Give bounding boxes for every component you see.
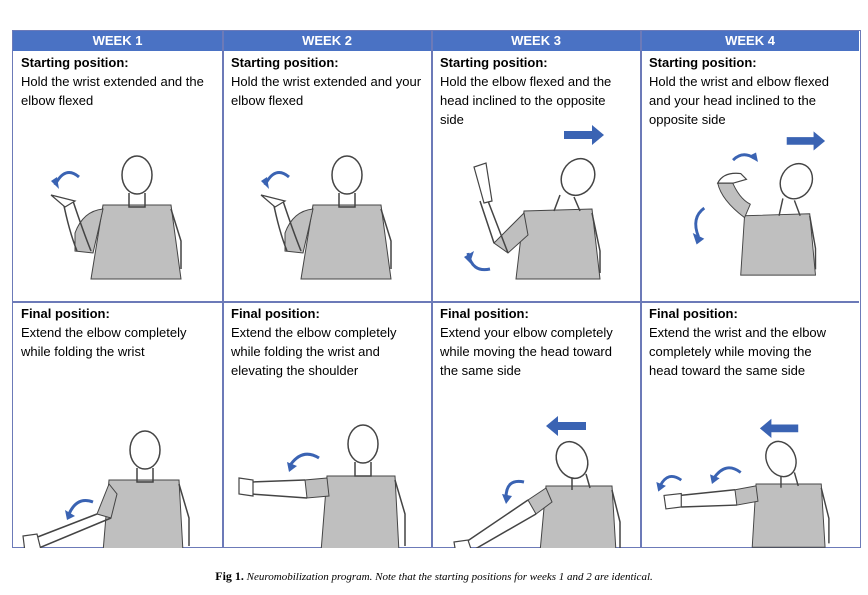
column-divider xyxy=(431,31,433,547)
start-title: Starting position: xyxy=(440,55,548,70)
row-divider xyxy=(13,301,859,303)
week-4-header: WEEK 4 xyxy=(641,31,859,51)
start-description: Hold the elbow flexed and the head incli… xyxy=(440,74,612,127)
start-description: Hold the wrist extended and the elbow fl… xyxy=(21,74,204,108)
start-cell-week-4: Starting position: Hold the wrist and el… xyxy=(641,51,859,301)
column-divider xyxy=(222,31,224,547)
figure-wrist-elbow-extended-head-same-side xyxy=(656,418,830,548)
final-cell-week-3: Final position: Extend your elbow comple… xyxy=(432,302,640,548)
figure-wrist-extended-elbow-flexed xyxy=(50,155,182,280)
start-description: Hold the wrist extended and your elbow f… xyxy=(231,74,422,108)
start-cell-week-3: Starting position: Hold the elbow flexed… xyxy=(432,51,640,301)
final-description: Extend the wrist and the elbow completel… xyxy=(649,325,827,378)
start-title: Starting position: xyxy=(231,55,339,70)
final-cell-week-4: Final position: Extend the wrist and the… xyxy=(641,302,859,548)
final-description: Extend your elbow completely while movin… xyxy=(440,325,613,378)
final-title: Final position: xyxy=(440,306,529,321)
column-divider xyxy=(640,31,642,547)
final-cell-week-1: Final position: Extend the elbow complet… xyxy=(13,302,222,548)
week-3-header: WEEK 3 xyxy=(432,31,640,51)
week-2-header: WEEK 2 xyxy=(223,31,431,51)
week-1-header: WEEK 1 xyxy=(13,31,222,51)
figure-wrist-elbow-flexed-head-inclined xyxy=(692,131,826,276)
start-cell-week-1: Starting position: Hold the wrist extend… xyxy=(13,51,222,301)
figure-elbow-flexed-head-inclined xyxy=(464,125,604,280)
final-title: Final position: xyxy=(649,306,738,321)
final-description: Extend the elbow completely while foldin… xyxy=(21,325,187,359)
figure-elbow-extended-shoulder-elevated xyxy=(238,424,406,548)
start-description: Hold the wrist and elbow flexed and your… xyxy=(649,74,829,127)
final-title: Final position: xyxy=(231,306,320,321)
final-description: Extend the elbow completely while foldin… xyxy=(231,325,397,378)
caption-label: Fig 1. xyxy=(215,569,244,583)
figure-caption: Fig 1. Neuromobilization program. Note t… xyxy=(0,569,868,584)
figure-elbow-extended-wrist-folded xyxy=(22,430,190,548)
final-title: Final position: xyxy=(21,306,110,321)
caption-text: Neuromobilization program. Note that the… xyxy=(246,571,653,583)
start-cell-week-2: Starting position: Hold the wrist extend… xyxy=(223,51,431,301)
figure-wrist-extended-elbow-flexed xyxy=(260,155,392,280)
start-title: Starting position: xyxy=(21,55,129,70)
figure-elbow-extended-head-same-side xyxy=(453,416,621,548)
final-cell-week-2: Final position: Extend the elbow complet… xyxy=(223,302,431,548)
start-title: Starting position: xyxy=(649,55,757,70)
exercise-table: WEEK 1 WEEK 2 WEEK 3 WEEK 4 Starting pos… xyxy=(12,30,861,548)
